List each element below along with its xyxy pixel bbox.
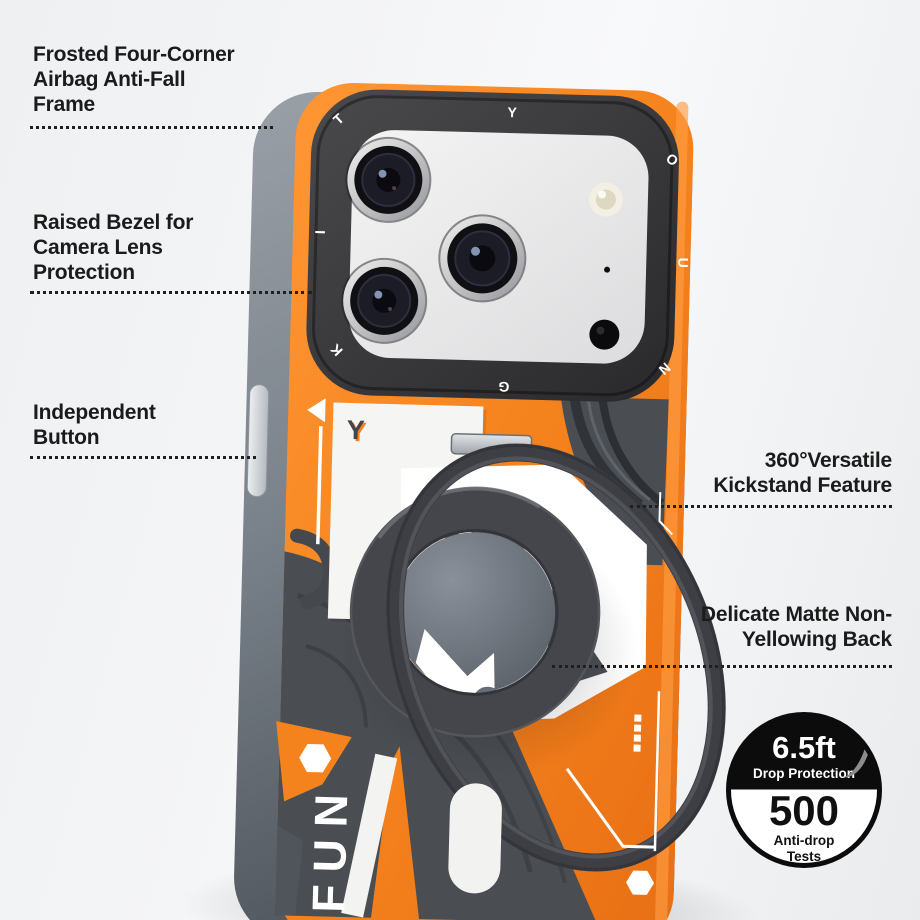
bezel-letter-u: U (675, 257, 691, 268)
leader-line-frame (30, 126, 273, 129)
camera-lens-2 (341, 257, 428, 344)
arrow-print (307, 398, 326, 423)
fun-text-print: FUN (302, 781, 357, 913)
kickstand-mount (338, 433, 726, 872)
side-button (246, 384, 270, 498)
white-stripe-print (341, 753, 398, 918)
lidar-sensor (589, 319, 620, 350)
hexagon-print-left (299, 743, 332, 773)
kickstand-ring (386, 443, 726, 872)
camera-lens-3 (438, 214, 527, 303)
bottom-prints: FUN (276, 492, 673, 918)
leader-line-raised-bezel (30, 291, 312, 294)
arrow-line-print (316, 426, 323, 545)
camera-module: T I K Y G O U N (306, 89, 691, 402)
mic-hole (604, 266, 611, 273)
leader-line-back (552, 665, 892, 668)
mount-ring (351, 488, 600, 737)
circuit-line-print (653, 691, 661, 852)
annotation-button: Independent Button (33, 401, 156, 449)
bezel-letter-g: G (498, 379, 509, 395)
magsafe-slot-print (448, 783, 502, 894)
leader-line-button (30, 456, 256, 459)
camera-lens-1 (345, 136, 432, 223)
edge-highlight (654, 101, 689, 920)
badge-drop-label: Drop Protection (752, 766, 855, 781)
badge-tests-label: Anti-drop Tests (773, 833, 835, 864)
card-letter: Y (346, 415, 365, 445)
drop-protection-badge: 6.5ft Drop Protection 500 Anti-drop Test… (726, 712, 882, 868)
annotation-frame: Frosted Four-Corner Airbag Anti-Fall Fra… (33, 43, 235, 116)
leader-line-kickstand (630, 505, 892, 508)
phone-case: T I K Y G O U N Y Y (179, 82, 760, 920)
annotation-raised-bezel: Raised Bezel for Camera Lens Protection (33, 211, 194, 284)
badge-tests-count: 500 (768, 787, 840, 835)
badge-drop-height: 6.5ft (772, 730, 836, 765)
hexagon-print-right (626, 870, 655, 895)
card-letter-shadow: Y (348, 417, 367, 447)
annotation-kickstand: 360°Versatile Kickstand Feature (713, 449, 892, 497)
bezel-letter-y: Y (507, 104, 517, 120)
annotation-back: Delicate Matte Non- Yellowing Back (700, 603, 892, 651)
bezel-letter-i: I (312, 230, 328, 234)
